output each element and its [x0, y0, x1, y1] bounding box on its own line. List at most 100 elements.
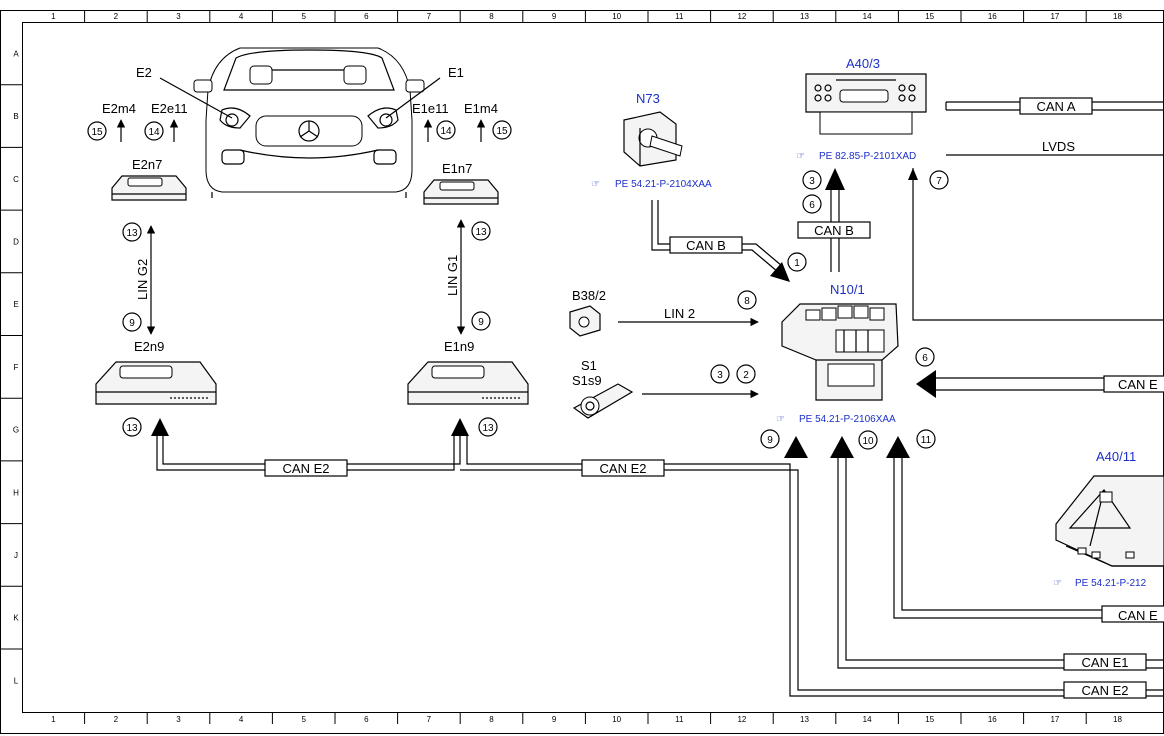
lvds-label: LVDS: [1042, 139, 1075, 154]
grid-col-label: 6: [364, 12, 369, 21]
grid-col-label: 17: [1050, 12, 1059, 21]
callout-14-left: 14: [144, 121, 164, 141]
svg-text:9: 9: [767, 435, 773, 446]
can-e-right-label: CAN E: [1118, 377, 1158, 392]
svg-text:15: 15: [496, 126, 508, 137]
grid-col-label: 9: [552, 12, 557, 21]
svg-text:3: 3: [809, 176, 815, 187]
callout-7: 7: [929, 170, 949, 190]
n10-1-ref: PE 54.21-P-2106XAA: [799, 414, 896, 425]
svg-text:9: 9: [478, 317, 484, 328]
callout-10: 10: [858, 430, 878, 450]
e1e11-label: E1e11: [412, 101, 449, 116]
grid-col-label: 15: [925, 715, 934, 724]
s1s9-label: S1s9: [572, 373, 602, 388]
grid-col-label: 10: [612, 12, 621, 21]
n10-1-control-unit: [781, 303, 899, 401]
grid-col-label: 1: [51, 715, 56, 724]
a40-11-ref: PE 54.21-P-212: [1075, 578, 1147, 589]
can-e-k-label: CAN E: [1118, 608, 1158, 623]
grid-col-label: 15: [925, 12, 934, 21]
callout-13-e2n7: 13: [122, 222, 142, 242]
n10-1-label: N10/1: [830, 282, 865, 297]
svg-text:13: 13: [126, 228, 138, 239]
grid-row-label: J: [14, 551, 18, 560]
grid-col-label: 17: [1050, 715, 1059, 724]
can-e2-mid-box: [581, 459, 665, 477]
callout-14-right: 14: [436, 120, 456, 140]
grid-row-label: C: [13, 175, 19, 184]
svg-text:13: 13: [126, 423, 138, 434]
callout-9-right: 9: [471, 311, 491, 331]
can-e-k-box: [1101, 605, 1164, 623]
grid-col-label: 5: [301, 715, 306, 724]
svg-text:9: 9: [129, 318, 135, 329]
can-e1-arrow-n10: [830, 436, 854, 458]
can-e-right-box: [1103, 375, 1164, 393]
can-e-k-bus: [893, 458, 1164, 619]
grid-col-label: 18: [1113, 715, 1122, 724]
grid-col-label: 7: [427, 12, 432, 21]
grid-col-label: 8: [489, 715, 494, 724]
can-e2-arrow-n10: [784, 436, 808, 458]
callout-13-e2n9: 13: [122, 417, 142, 437]
n73-label: N73: [636, 91, 660, 106]
grid-col-label: 11: [675, 12, 684, 21]
a40-11-camera-unit: [1055, 475, 1164, 567]
grid-col-label: 4: [239, 715, 244, 724]
can-e2-bottom-label: CAN E2: [1082, 683, 1129, 698]
can-e1-bottom-label: CAN E1: [1082, 655, 1129, 670]
callout-8: 8: [737, 290, 757, 310]
svg-text:6: 6: [922, 353, 928, 364]
grid-row-label: E: [13, 300, 18, 309]
n73-ref-icon: ☞: [591, 179, 600, 190]
e2n9-label: E2n9: [134, 339, 164, 354]
callout-1: 1: [787, 252, 807, 272]
svg-text:14: 14: [148, 127, 160, 138]
e1n9-label: E1n9: [444, 339, 474, 354]
callout-2: 2: [736, 364, 756, 384]
a40-3-head-unit: [805, 73, 927, 135]
svg-text:10: 10: [862, 436, 874, 447]
grid-col-label: 16: [988, 12, 997, 21]
grid-row-label: B: [13, 112, 18, 121]
grid-row-label: K: [13, 614, 19, 623]
grid-row-label: D: [13, 237, 19, 246]
callout-15-left: 15: [87, 121, 107, 141]
e2-leader-line: [159, 77, 233, 119]
svg-text:1: 1: [794, 258, 800, 269]
callout-6-right: 6: [915, 347, 935, 367]
s1-label: S1: [581, 358, 597, 373]
b38-2-label: B38/2: [572, 288, 606, 303]
grid-row-label: F: [14, 363, 19, 372]
can-b-a40-bus: [825, 168, 845, 272]
grid-col-label: 18: [1113, 12, 1122, 21]
grid-col-label: 2: [114, 12, 119, 21]
n10-1-ref-icon: ☞: [776, 414, 785, 425]
s1s9-light-switch: [572, 383, 634, 419]
can-e-arrow-n10: [886, 436, 910, 458]
n73-ref: PE 54.21-P-2104XAA: [615, 179, 712, 190]
svg-text:15: 15: [91, 127, 103, 138]
wire-7-arrow: [908, 168, 918, 180]
grid-col-label: 12: [737, 12, 746, 21]
e2n9-module: [95, 361, 217, 405]
grid-col-label: 10: [612, 715, 621, 724]
callout-15-right: 15: [492, 120, 512, 140]
grid-col-label: 13: [800, 12, 809, 21]
can-b-n73-label: CAN B: [686, 238, 726, 253]
grid-col-label: 11: [675, 715, 684, 724]
a40-11-ref-icon: ☞: [1053, 578, 1062, 589]
car-front-illustration: [193, 47, 425, 198]
wire-7: [912, 168, 1164, 321]
lin-g2-label: LIN G2: [135, 259, 150, 300]
a40-3-ref: PE 82.85-P-2101XAD: [819, 151, 916, 162]
svg-text:13: 13: [482, 423, 494, 434]
e2m4-label: E2m4: [102, 101, 136, 116]
e1n7-label: E1n7: [442, 161, 472, 176]
can-a-box: [1019, 97, 1093, 115]
a40-3-label: A40/3: [846, 56, 880, 71]
callout-11: 11: [916, 429, 936, 449]
can-b-a40-box: [797, 221, 871, 239]
can-e1-bus: [837, 458, 1164, 669]
